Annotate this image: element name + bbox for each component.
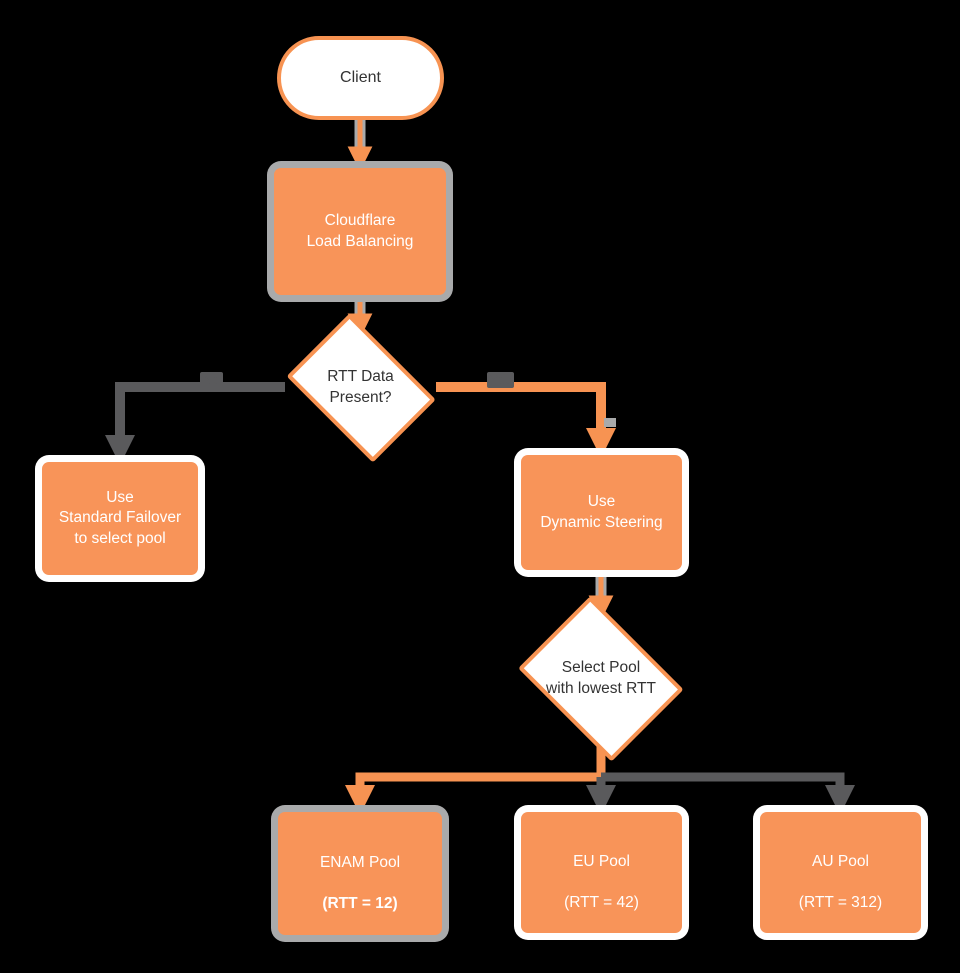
node-client-label: Client bbox=[340, 68, 381, 86]
edge-select-to-enam bbox=[345, 745, 606, 815]
node-select-pool-lowest-rtt[interactable]: Select Pool with lowest RTT bbox=[513, 595, 689, 762]
edge-select-to-au bbox=[601, 772, 855, 815]
edge-label-yes: Yes bbox=[487, 372, 515, 389]
node-eu-pool[interactable]: EU Pool (RTT = 42) bbox=[521, 812, 682, 933]
edge-rtt-to-failover bbox=[105, 382, 285, 465]
node-rtt-data-present[interactable]: RTT Data Present? bbox=[280, 312, 441, 463]
node-dynamic-steering-label: Use Dynamic Steering bbox=[540, 493, 663, 531]
node-cloudflare-load-balancing-label: Cloudflare Load Balancing bbox=[306, 212, 414, 250]
node-client[interactable]: Client bbox=[277, 36, 444, 120]
diamond-shape bbox=[285, 312, 436, 463]
node-enam-pool-rtt: (RTT = 12) bbox=[322, 894, 398, 912]
node-au-pool-label: AU Pool (RTT = 312) bbox=[799, 832, 882, 913]
node-eu-pool-rtt: (RTT = 42) bbox=[564, 893, 639, 911]
node-standard-failover-label: Use Standard Failover to select pool bbox=[58, 489, 182, 547]
node-au-pool-line1: AU Pool bbox=[812, 853, 869, 871]
node-enam-pool-line1: ENAM Pool bbox=[319, 854, 401, 872]
node-enam-pool-label: ENAM Pool (RTT = 12) bbox=[320, 833, 400, 914]
edge-rtt-to-dynamic bbox=[436, 382, 616, 458]
node-eu-pool-label: EU Pool (RTT = 42) bbox=[564, 832, 639, 913]
node-au-pool[interactable]: AU Pool (RTT = 312) bbox=[760, 812, 921, 933]
edge-label-no: No bbox=[200, 372, 223, 389]
node-au-pool-rtt: (RTT = 312) bbox=[798, 893, 883, 911]
node-standard-failover[interactable]: Use Standard Failover to select pool bbox=[42, 462, 198, 575]
node-eu-pool-line1: EU Pool bbox=[573, 853, 630, 871]
node-enam-pool[interactable]: ENAM Pool (RTT = 12) bbox=[278, 812, 442, 935]
diamond-shape bbox=[518, 595, 684, 762]
node-dynamic-steering[interactable]: Use Dynamic Steering bbox=[521, 455, 682, 570]
node-cloudflare-load-balancing[interactable]: Cloudflare Load Balancing bbox=[274, 168, 446, 295]
